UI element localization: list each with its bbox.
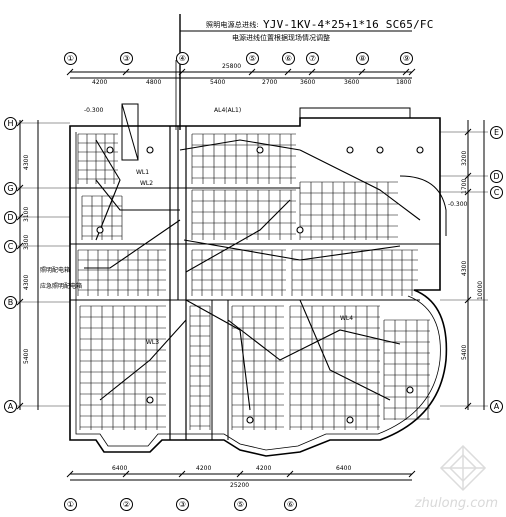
main-panel-label: AL4(AL1): [214, 107, 242, 114]
bottom-dim-1: 6400: [112, 465, 128, 472]
axis-left-h: H: [4, 117, 17, 130]
bottom-dim-4: 6400: [336, 465, 352, 472]
top-dim-5: 3600: [300, 79, 316, 86]
top-dim-1: 4200: [92, 79, 108, 86]
axis-bottom-2: ②: [120, 498, 133, 511]
top-total-dimension: 25800: [222, 63, 242, 70]
axis-top-5: ⑤: [246, 52, 259, 65]
axis-left-a: A: [4, 400, 17, 413]
left-dim-1: 4300: [23, 154, 30, 170]
feeder-cable-note: 照明电源总进线:YJV-1KV-4*25+1*16 SC65/FC: [206, 18, 434, 31]
axis-bottom-1: ①: [64, 498, 77, 511]
lighting-circuits: [84, 126, 424, 424]
dimension-ticks: [16, 68, 488, 478]
axis-top-4: ④: [176, 52, 189, 65]
axis-right-e: E: [490, 126, 503, 139]
axis-left-c: C: [4, 240, 17, 253]
circuit-label-wl4: WL4: [340, 315, 354, 322]
watermark-logo-icon: [439, 444, 487, 492]
axis-right-c: C: [490, 186, 503, 199]
circuit-label-wl2: WL2: [140, 180, 154, 187]
axis-left-b: B: [4, 296, 17, 309]
circuit-label-wl3: WL3: [146, 339, 160, 346]
right-total-dimension: 10000: [477, 280, 484, 300]
circuit-label-wl1: WL1: [136, 169, 150, 176]
bottom-dim-2: 4200: [196, 465, 212, 472]
axis-right-a: A: [490, 400, 503, 413]
right-dim-1: 3200: [461, 150, 468, 166]
feeder-lead-label: 照明电源总进线:: [206, 21, 259, 29]
top-dim-7: 1800: [396, 79, 412, 86]
top-dim-4: 2700: [262, 79, 278, 86]
right-dim-4: 5400: [461, 344, 468, 360]
left-note-emergency-box: 应急照明配电箱: [40, 283, 83, 290]
axis-top-1: ①: [64, 52, 77, 65]
axis-right-d: D: [490, 170, 503, 183]
axis-top-6: ⑥: [282, 52, 295, 65]
room-grid: [77, 133, 430, 430]
elevation-label-top: -0.300: [84, 107, 104, 114]
right-dim-2: 1700: [461, 178, 468, 194]
axis-bottom-3: ③: [176, 498, 189, 511]
axis-bottom-5: ⑤: [234, 498, 247, 511]
right-dim-3: 4300: [461, 260, 468, 276]
top-dim-6: 3600: [344, 79, 360, 86]
top-dim-3: 5400: [210, 79, 226, 86]
watermark-text: zhulong.com: [414, 496, 498, 511]
axis-top-7: ⑦: [306, 52, 319, 65]
bottom-total-dimension: 25200: [230, 482, 250, 489]
elevation-label-right: -0.300: [448, 201, 468, 208]
axis-bottom-6: ⑥: [284, 498, 297, 511]
axis-left-g: G: [4, 182, 17, 195]
axis-left-d: D: [4, 211, 17, 224]
axis-top-9: ⑨: [400, 52, 413, 65]
left-dim-2: 3100: [23, 206, 30, 222]
left-dim-4: 4300: [23, 274, 30, 290]
left-note-lighting-box: 照明配电箱: [40, 267, 71, 274]
feeder-cable-spec: YJV-1KV-4*25+1*16 SC65/FC: [262, 18, 434, 31]
left-dim-3: 3300: [23, 234, 30, 250]
axis-top-3: ③: [120, 52, 133, 65]
plan-outline: [19, 14, 485, 481]
top-dim-2: 4800: [146, 79, 162, 86]
left-dim-5: 5400: [23, 348, 30, 364]
axis-top-8: ⑧: [356, 52, 369, 65]
bottom-dim-3: 4200: [256, 465, 272, 472]
feeder-position-note: 电源进线位置根据现场情况调整: [232, 34, 330, 42]
